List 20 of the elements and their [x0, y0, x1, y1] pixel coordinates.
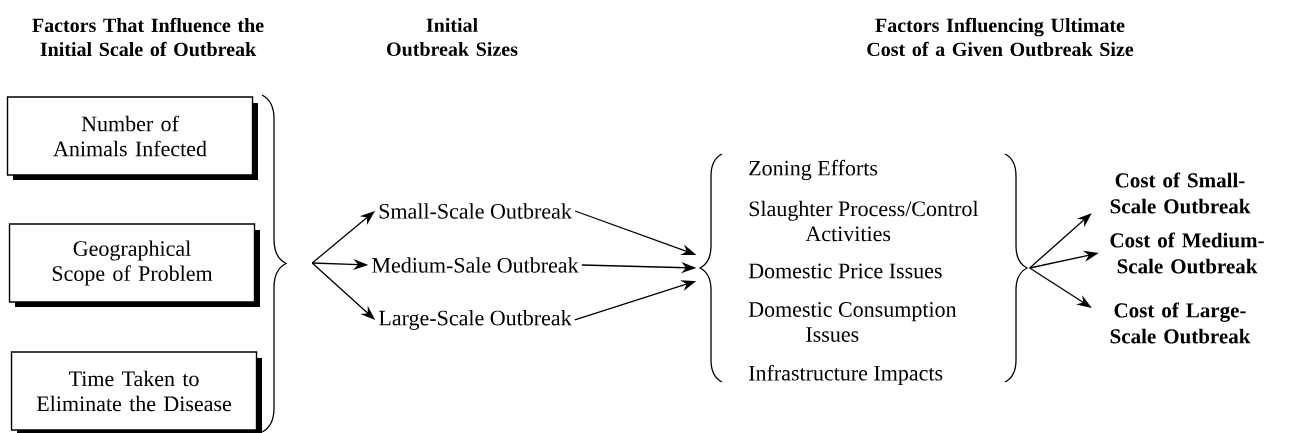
factor-item: Zoning Efforts	[749, 159, 878, 181]
cost-label: Cost of Large-Scale Outbreak	[1110, 302, 1251, 344]
arrow	[311, 211, 375, 264]
factor-item: Slaughter Process/Control Activities	[749, 200, 979, 242]
brace	[261, 94, 287, 433]
factor-box: Number of Animals Infected	[6, 96, 258, 180]
outbreak-label: Small-Scale Outbreak	[379, 203, 572, 219]
factor-box: Geographical Scope of Problem	[8, 223, 260, 307]
column-heading: Factors Influencing Ultimate Cost of a Given Outbreak Size	[867, 17, 1134, 57]
cost-label: Cost of Small-Scale Outbreak	[1110, 172, 1251, 214]
cost-label: Cost of Medium-Scale Outbreak	[1110, 232, 1264, 274]
column-heading: Initial Outbreak Sizes	[387, 17, 518, 57]
factor-item: Domestic Consumption Issues	[748, 302, 957, 342]
column-heading: Factors That Influence the Initial Scale of Outbreak	[32, 17, 264, 57]
factor-box: Time Taken to Eliminate the Disease	[10, 351, 262, 433]
arrow	[1029, 213, 1092, 269]
factor-item: Domestic Price Issues	[748, 263, 942, 279]
outbreak-label: Large-Scale Outbreak	[379, 310, 572, 330]
outbreak-label: Medium-Sale Outbreak	[372, 257, 579, 273]
factor-item: Infrastructure Impacts	[749, 364, 943, 386]
